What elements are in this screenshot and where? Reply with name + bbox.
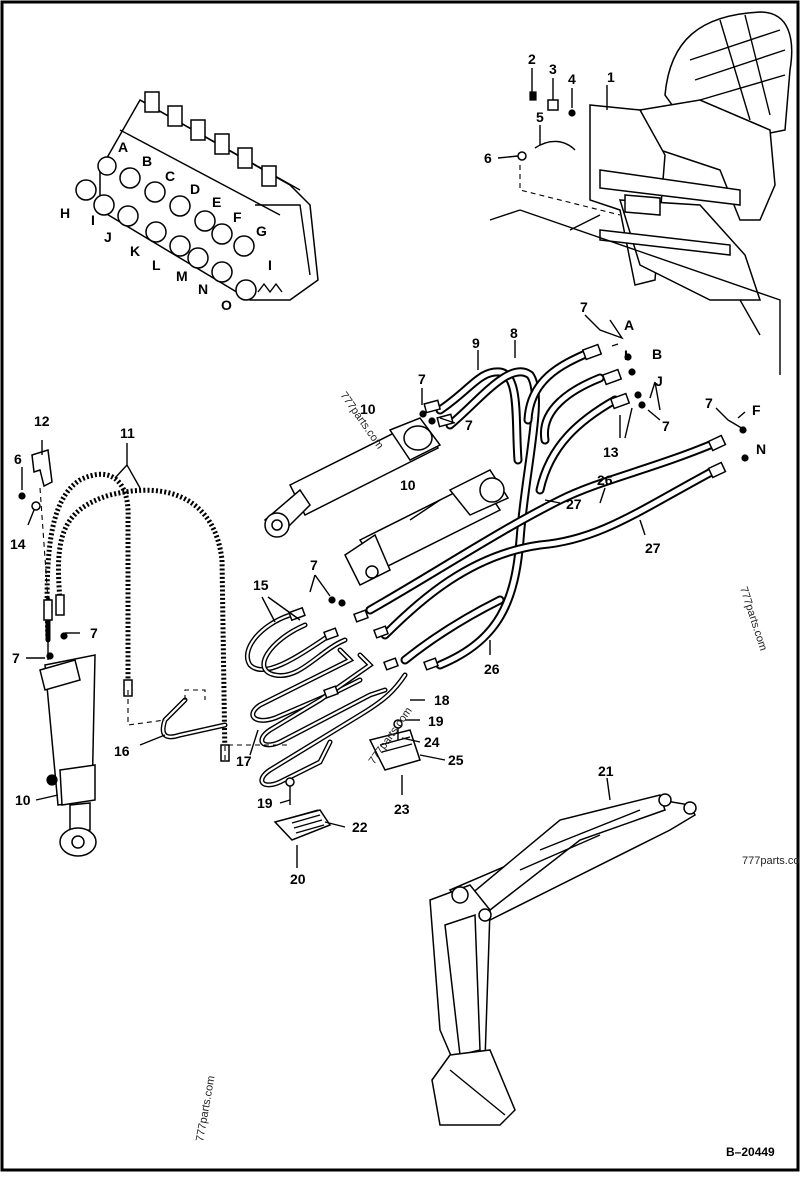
callout-10-lower: 10 bbox=[400, 477, 416, 493]
callout-24: 24 bbox=[424, 734, 440, 750]
callout-5: 5 bbox=[536, 109, 544, 125]
leader-lines bbox=[21, 68, 746, 868]
port-label-m: M bbox=[176, 268, 188, 284]
callout-2: 2 bbox=[528, 51, 536, 67]
port-label-e: E bbox=[212, 194, 221, 210]
port-label-c: C bbox=[165, 168, 175, 184]
callout-numbers: 1 2 3 4 5 6 7 7 7 7 7 7 7 7 7 8 9 10 10 … bbox=[10, 51, 713, 887]
callout-13: 13 bbox=[603, 444, 619, 460]
callout-6: 6 bbox=[484, 150, 492, 166]
callout-19-right: 19 bbox=[428, 713, 444, 729]
callout-9: 9 bbox=[472, 335, 480, 351]
callout-27-upper: 27 bbox=[566, 496, 582, 512]
port-label-b: B bbox=[142, 153, 152, 169]
callout-17: 17 bbox=[236, 753, 252, 769]
callout-7-a: 7 bbox=[580, 299, 588, 315]
watermark-1: 777parts.com bbox=[338, 390, 386, 451]
callout-7-c: 7 bbox=[465, 417, 473, 433]
port-label-g: G bbox=[256, 223, 267, 239]
fitting-letters: A B I J F N bbox=[624, 317, 766, 457]
fitting-label-i: I bbox=[624, 347, 628, 363]
drawing-reference: B–20449 bbox=[726, 1145, 775, 1159]
callout-25: 25 bbox=[448, 752, 464, 768]
callout-26-lower: 26 bbox=[484, 661, 500, 677]
backhoe-boom-assembly bbox=[429, 793, 697, 1126]
callout-22: 22 bbox=[352, 819, 368, 835]
port-label-h: H bbox=[60, 205, 70, 221]
watermark-2: 777parts.com bbox=[737, 585, 769, 652]
control-valve-assembly: A B C D E F G H I J K L M N O I bbox=[60, 91, 319, 313]
callout-23: 23 bbox=[394, 801, 410, 817]
callout-19-left: 19 bbox=[257, 795, 273, 811]
bracket-12 bbox=[18, 449, 53, 601]
fitting-label-j: J bbox=[655, 373, 663, 389]
callout-7-f: 7 bbox=[310, 557, 318, 573]
callout-18: 18 bbox=[434, 692, 450, 708]
boom-swing-cylinders bbox=[263, 417, 510, 587]
port-label-l: L bbox=[152, 257, 161, 273]
fitting-label-n: N bbox=[756, 441, 766, 457]
callout-7-b: 7 bbox=[418, 371, 426, 387]
callout-21: 21 bbox=[598, 763, 614, 779]
port-label-o: O bbox=[221, 297, 232, 313]
clamp-assembly-23 bbox=[368, 719, 421, 771]
seat-frame-assembly bbox=[489, 11, 793, 375]
callout-27-lower: 27 bbox=[645, 540, 661, 556]
port-label-k: K bbox=[130, 243, 140, 259]
callout-10-left: 10 bbox=[15, 792, 31, 808]
callout-11: 11 bbox=[120, 425, 135, 441]
hydraulic-hoses bbox=[365, 343, 749, 670]
port-label-f: F bbox=[233, 209, 242, 225]
callout-26-upper: 26 bbox=[597, 472, 613, 488]
callout-10-upper: 10 bbox=[360, 401, 376, 417]
port-label-i-right: I bbox=[268, 257, 272, 273]
callout-7-h: 7 bbox=[12, 650, 20, 666]
fitting-label-a: A bbox=[624, 317, 634, 333]
callout-15: 15 bbox=[253, 577, 269, 593]
callout-3: 3 bbox=[549, 61, 557, 77]
fitting-label-b: B bbox=[652, 346, 662, 362]
callout-12: 12 bbox=[34, 413, 50, 429]
callout-1: 1 bbox=[607, 69, 615, 85]
callout-8: 8 bbox=[510, 325, 518, 341]
callout-14: 14 bbox=[10, 536, 26, 552]
callout-6-left: 6 bbox=[14, 451, 22, 467]
coiled-hoses bbox=[43, 471, 230, 762]
arm-cylinder-left bbox=[39, 625, 97, 857]
port-label-j: J bbox=[104, 229, 112, 245]
port-label-d: D bbox=[190, 181, 200, 197]
clamp-assembly-20 bbox=[273, 777, 332, 841]
port-label-i: I bbox=[91, 212, 95, 228]
callout-7-d: 7 bbox=[662, 418, 670, 434]
callout-16: 16 bbox=[114, 743, 130, 759]
callout-20: 20 bbox=[290, 871, 306, 887]
callout-7-g: 7 bbox=[90, 625, 98, 641]
watermark-5: 777parts.com bbox=[194, 1075, 217, 1143]
port-label-a: A bbox=[118, 139, 128, 155]
watermark-4: 777parts.com bbox=[742, 855, 800, 867]
callout-7-e: 7 bbox=[705, 395, 713, 411]
fitting-label-f: F bbox=[752, 402, 761, 418]
callout-4: 4 bbox=[568, 71, 576, 87]
port-label-n: N bbox=[198, 281, 208, 297]
